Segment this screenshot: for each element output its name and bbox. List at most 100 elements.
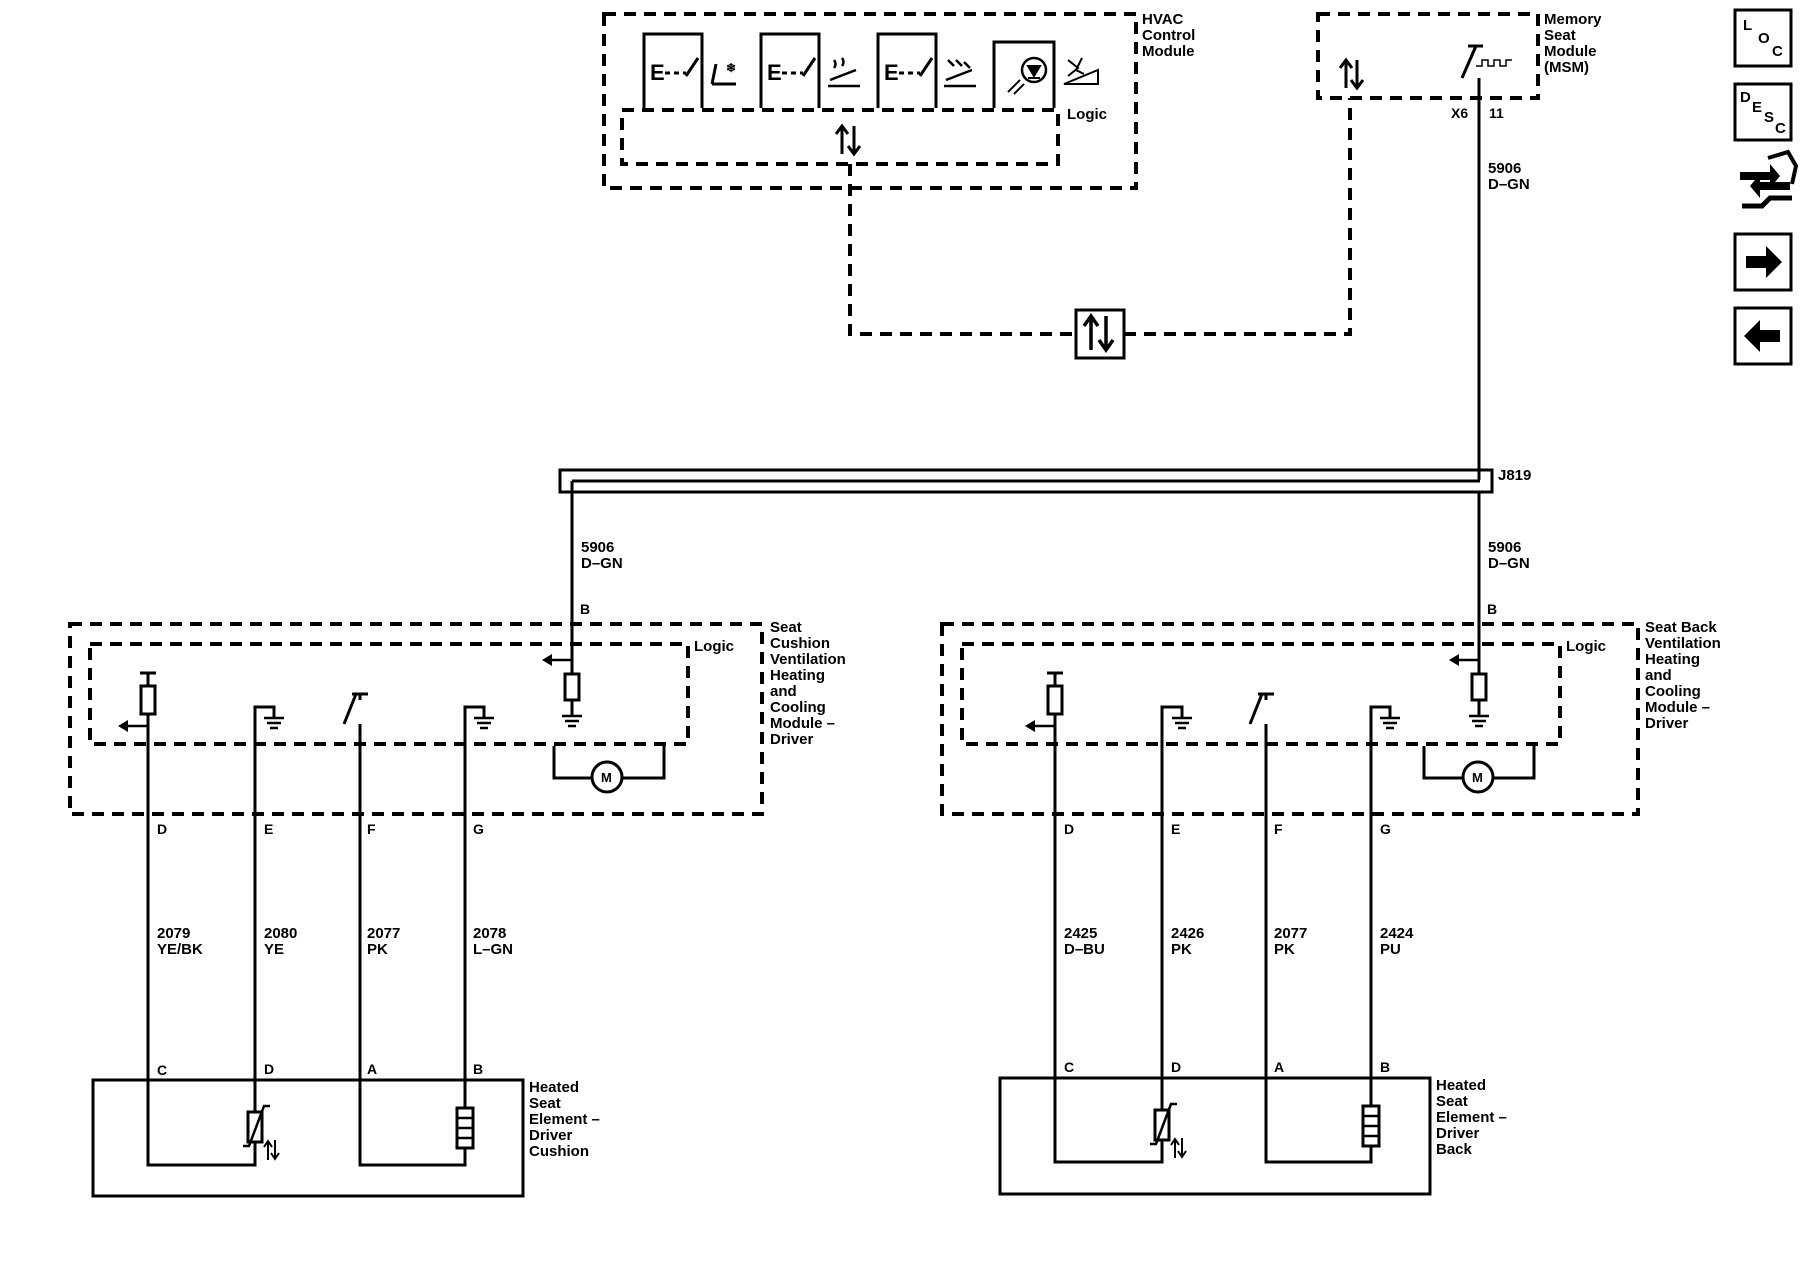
msm-output-switch	[1460, 44, 1512, 79]
fan-icon	[1063, 57, 1099, 85]
back-element-title-2: Seat	[1436, 1093, 1468, 1110]
right-branch-circuit: 5906	[1488, 539, 1521, 556]
hvac-sensor-block	[992, 40, 1099, 108]
ground-icon	[474, 716, 494, 730]
desc-icon: D E S C	[1740, 89, 1786, 137]
seat-back-module: M Logic Seat Back Ventilation Heating	[940, 619, 1721, 1162]
cushion-title-8: Driver	[770, 731, 814, 748]
cushion-circuit-4-number: 2078	[473, 925, 506, 942]
cushion-element-title-1: Heated	[529, 1079, 579, 1096]
msm-title-line-3: Module	[1544, 43, 1597, 60]
next-page-button[interactable]	[1733, 232, 1793, 292]
svg-text:E: E	[650, 60, 665, 85]
splice-j819: J819	[558, 467, 1531, 494]
left-branch-pin: B	[580, 601, 590, 617]
left-branch-circuit: 5906	[581, 539, 614, 556]
back-pin-f: F	[1274, 821, 1283, 837]
ground-icon	[562, 714, 582, 728]
desc-button[interactable]: D E S C	[1733, 82, 1793, 142]
seat-cool-icon: ❄	[710, 61, 736, 86]
heater-element-icon	[455, 1106, 475, 1150]
back-title-7: Driver	[1645, 715, 1689, 732]
back-circuit-1-number: 2425	[1064, 925, 1097, 942]
previous-page-button[interactable]	[1733, 306, 1793, 366]
back-title-2: Ventilation	[1645, 635, 1721, 652]
desc-letter-d: D	[1740, 89, 1751, 106]
cushion-circuit-1-color: YE/BK	[157, 941, 203, 958]
ground-icon	[1380, 716, 1400, 730]
memory-seat-module: Memory Seat Module (MSM) X6 11	[1316, 11, 1602, 121]
cushion-title-2: Cushion	[770, 635, 830, 652]
loc-button[interactable]: L O C	[1733, 8, 1793, 68]
thermistor-icon	[243, 1104, 280, 1161]
back-title-6: Module –	[1645, 699, 1710, 716]
back-title-5: Cooling	[1645, 683, 1701, 700]
svg-text:E: E	[884, 60, 899, 85]
splice-label: J819	[1498, 467, 1531, 484]
back-element-pin-a: A	[1274, 1059, 1284, 1075]
cushion-pin-e: E	[264, 821, 273, 837]
back-element-pin-b: B	[1380, 1059, 1390, 1075]
desc-letter-c: C	[1775, 120, 1786, 137]
msm-connector-label: X6	[1451, 105, 1468, 121]
heated-seat-element-cushion: C D A B Heated Seat Element – Driver Cus…	[91, 1061, 600, 1198]
loc-letter-o: O	[1758, 30, 1770, 47]
back-element-pin-c: C	[1064, 1059, 1074, 1075]
back-pin-g: G	[1380, 821, 1391, 837]
back-title-1: Seat Back	[1645, 619, 1717, 636]
svg-text:❄: ❄	[726, 61, 736, 75]
back-pin-e: E	[1171, 821, 1180, 837]
right-branch-pin: B	[1487, 601, 1497, 617]
ground-icon	[1469, 714, 1489, 728]
back-circuit-2-number: 2426	[1171, 925, 1204, 942]
msm-title-line-2: Seat	[1544, 27, 1576, 44]
left-branch-color: D–GN	[581, 555, 623, 572]
cushion-element-pin-d: D	[264, 1061, 274, 1077]
cushion-circuit-2-number: 2080	[264, 925, 297, 942]
cushion-circuit-3-number: 2077	[367, 925, 400, 942]
connector-icon	[1740, 149, 1799, 209]
hvac-title-line-2: Control	[1142, 27, 1195, 44]
msm-title-line-4: (MSM)	[1544, 59, 1589, 76]
cushion-circuit-3-color: PK	[367, 941, 388, 958]
back-element-title-4: Driver	[1436, 1125, 1480, 1142]
serial-data-icon	[834, 123, 862, 157]
hvac-seat-vent-switch: E	[876, 32, 976, 108]
loc-icon: L O C	[1743, 17, 1783, 60]
back-pin-d: D	[1064, 821, 1074, 837]
hvac-title-line-3: Module	[1142, 43, 1195, 60]
msm-title-line-1: Memory	[1544, 11, 1602, 28]
back-title-3: Heating	[1645, 651, 1700, 668]
serial-data-connector	[1074, 308, 1126, 360]
cushion-element-title-2: Seat	[529, 1095, 561, 1112]
cushion-title-3: Ventilation	[770, 651, 846, 668]
back-circuit-3-number: 2077	[1274, 925, 1307, 942]
back-element-title-3: Element –	[1436, 1109, 1507, 1126]
back-circuit-1-color: D–BU	[1064, 941, 1105, 958]
ground-icon	[1172, 716, 1192, 730]
hvac-seat-heat-switch: E	[759, 32, 860, 108]
cushion-title-5: and	[770, 683, 797, 700]
loc-letter-l: L	[1743, 17, 1752, 34]
back-circuit-2-color: PK	[1171, 941, 1192, 958]
cushion-element-pin-b: B	[473, 1061, 483, 1077]
cushion-circuit-2-color: YE	[264, 941, 284, 958]
top-wire-color: D–GN	[1488, 176, 1530, 193]
previous-arrow-icon	[1744, 320, 1780, 352]
circuit-5906-right: 5906 D–GN B	[1477, 492, 1530, 660]
back-element-pin-d: D	[1171, 1059, 1181, 1075]
cushion-circuit-1-number: 2079	[157, 925, 190, 942]
hvac-seat-cool-switch: E ❄	[642, 32, 736, 108]
seat-cushion-module: M Logic Seat Cushion Ventilation Heati	[68, 619, 846, 1165]
connector-view-button[interactable]	[1740, 149, 1799, 209]
back-circuit-4-number: 2424	[1380, 925, 1414, 942]
cushion-title-6: Cooling	[770, 699, 826, 716]
back-circuit-4-color: PU	[1380, 941, 1401, 958]
loc-letter-c: C	[1772, 43, 1783, 60]
cushion-title-7: Module –	[770, 715, 835, 732]
serial-data-bus	[848, 98, 1352, 360]
cushion-logic-label: Logic	[694, 638, 734, 655]
ground-icon	[264, 716, 284, 730]
serial-data-icon	[1338, 57, 1365, 91]
